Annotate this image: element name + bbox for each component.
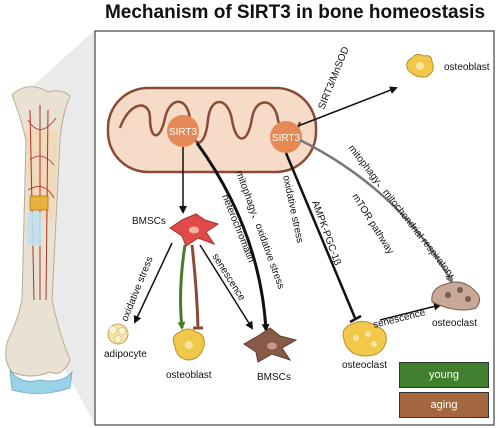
mitochondrion [106,86,318,174]
sirt3-left-label: SIRT3 [169,127,198,138]
sirt3-right-label: SIRT3 [272,133,301,144]
arrow-sirt3-mitophagy-to-bmscs [195,142,270,332]
arrow-osteoclast-senescence [379,302,442,321]
arrow-bmscs-to-bmscs-senescence [199,244,254,330]
arrow-bmscs-to-osteoblast-young [177,244,187,330]
bmscs-bottom-label: BMSCs [257,372,291,383]
legend-aging: aging [399,392,489,418]
arrow-bmscs-to-adipocyte [133,242,173,324]
bmscs-top-label: BMSCs [132,216,166,227]
inhibit-bmscs-to-osteoblast-aging [190,244,200,329]
osteoclast-mid-cell [342,320,387,357]
bone-illustration [5,86,73,394]
legend-young: young [399,362,489,388]
osteoblast-top-cell [406,53,434,78]
adipocyte-cell [107,323,129,345]
arrow-sirt3-to-osteoclast-right [299,138,454,284]
diagram-title: Mechanism of SIRT3 in bone homeostasis [104,2,486,23]
osteoclast-right-label: osteoclast [432,318,477,329]
osteoblast-bottom-cell [172,328,205,361]
inhibit-sirt3-to-osteoclast-mid [284,152,357,319]
inhibit-bar-2 [349,314,362,324]
bmscs-bottom-cell [243,327,298,363]
osteoblast-top-label: osteoblast [444,62,490,73]
sirt3-left-circle [167,115,199,147]
adipocyte-label: adipocyte [104,349,147,360]
osteoclast-mid-label: osteoclast [342,360,387,371]
arrow-sirt3-to-osteoblast-top [297,86,398,127]
osteoblast-bottom-label: osteoblast [166,370,212,381]
osteoclast-right-cell [431,281,480,311]
sirt3-right-circle [270,121,302,153]
bmscs-top-cell [169,213,220,247]
